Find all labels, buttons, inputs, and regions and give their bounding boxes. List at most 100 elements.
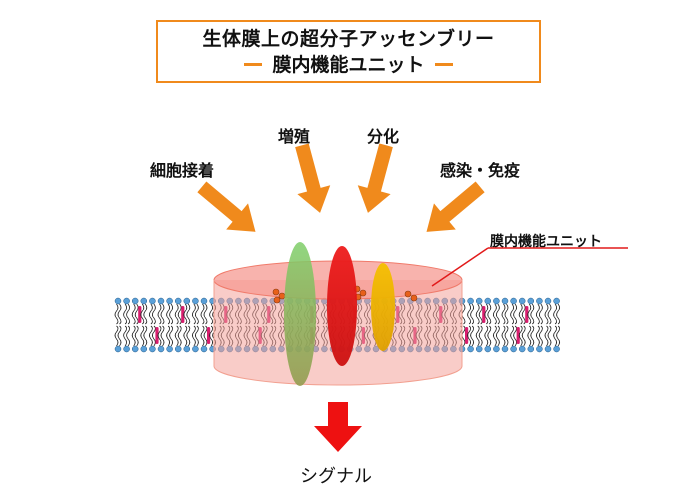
lipid-tail bbox=[186, 303, 191, 325]
lipid-head bbox=[553, 345, 560, 353]
lipid-head bbox=[493, 297, 500, 305]
lipid-head bbox=[200, 297, 208, 305]
lipid-tail bbox=[530, 303, 535, 325]
lipid-tail bbox=[152, 325, 156, 347]
lipid-head bbox=[527, 297, 535, 305]
signal-label: シグナル bbox=[300, 466, 372, 487]
lipid-head bbox=[553, 297, 560, 305]
lipid-head bbox=[510, 345, 517, 353]
lipid-tail bbox=[192, 325, 196, 347]
lipid-tail bbox=[521, 325, 526, 347]
lipid-tail bbox=[160, 303, 165, 325]
lipid-tail bbox=[131, 325, 136, 347]
lipid-tail bbox=[467, 303, 471, 325]
lipid-head bbox=[501, 345, 509, 353]
lipid-tail bbox=[478, 325, 483, 347]
lipid-tail bbox=[470, 325, 474, 347]
lipid-tail bbox=[544, 325, 549, 347]
lipid-tail bbox=[195, 303, 199, 325]
lipid-tail bbox=[547, 303, 552, 325]
lipid-head bbox=[157, 345, 165, 353]
lipid-tail bbox=[470, 303, 474, 325]
lipid-tail bbox=[544, 303, 549, 325]
lipid-tail bbox=[496, 303, 500, 325]
stimulus-label-adhesion: 細胞接着 bbox=[150, 161, 215, 180]
lipid-tail bbox=[510, 325, 514, 347]
lipid-head bbox=[544, 297, 552, 305]
lipid-head bbox=[484, 297, 492, 305]
lipid-tail bbox=[536, 303, 540, 325]
lipid-head bbox=[475, 297, 483, 305]
lipid-head bbox=[467, 297, 474, 305]
lipid-head bbox=[140, 297, 148, 305]
lipid-tail bbox=[513, 325, 517, 347]
lipid-tail bbox=[200, 325, 205, 347]
lipid-tail bbox=[518, 303, 523, 325]
lipid-tail bbox=[140, 325, 145, 347]
arrow-adhesion bbox=[197, 181, 256, 232]
lipid-tail bbox=[174, 303, 179, 325]
title-line-2-text: 膜内機能ユニット bbox=[272, 53, 425, 76]
lipid-tail bbox=[114, 303, 119, 325]
lipid-head bbox=[527, 345, 535, 353]
stimulus-arrows bbox=[197, 143, 485, 232]
lipid-head bbox=[518, 297, 526, 305]
lipid-head bbox=[467, 345, 474, 353]
protein-green bbox=[284, 242, 316, 386]
lipid-tail bbox=[493, 325, 497, 347]
cholesterol bbox=[207, 327, 211, 344]
lipid-head bbox=[149, 345, 156, 353]
lipid-tail bbox=[484, 325, 489, 347]
lipid-tail bbox=[487, 325, 492, 347]
lipid-head bbox=[131, 345, 139, 353]
lipid-tail bbox=[143, 303, 148, 325]
lipid-tail bbox=[149, 325, 153, 347]
lipid-head bbox=[484, 345, 492, 353]
lipid-tail bbox=[152, 303, 156, 325]
lipid-head bbox=[114, 345, 122, 353]
lipid-head bbox=[518, 345, 526, 353]
lipid-tail bbox=[467, 325, 471, 347]
lipid-tail bbox=[160, 325, 165, 347]
title-line-1: 生体膜上の超分子アッセンブリー bbox=[202, 27, 495, 50]
lipid-tail bbox=[140, 303, 145, 325]
lipid-head bbox=[510, 297, 517, 305]
lipid-tail bbox=[183, 325, 188, 347]
lipid-tail bbox=[496, 325, 500, 347]
title-box: 生体膜上の超分子アッセンブリー 膜内機能ユニット bbox=[156, 20, 541, 83]
lipid-tail bbox=[123, 325, 127, 347]
lipid-head bbox=[140, 345, 148, 353]
lipid-head bbox=[501, 297, 509, 305]
lipid-tail bbox=[203, 325, 208, 347]
lipid-tail bbox=[126, 303, 130, 325]
cholesterol bbox=[181, 306, 185, 323]
lipid-head bbox=[192, 345, 199, 353]
lipid-head bbox=[183, 345, 191, 353]
lipid-head bbox=[544, 345, 552, 353]
lipid-tail bbox=[134, 325, 139, 347]
lipid-tail bbox=[131, 303, 136, 325]
lipid-head bbox=[475, 345, 483, 353]
lipid-head bbox=[174, 297, 182, 305]
lipid-tail bbox=[169, 303, 173, 325]
lipid-tail bbox=[117, 325, 122, 347]
cholesterol bbox=[465, 327, 469, 344]
lipid-tail bbox=[539, 325, 543, 347]
lipid-tail bbox=[536, 325, 540, 347]
lipid-tail bbox=[195, 325, 199, 347]
lipid-tail bbox=[200, 303, 205, 325]
lipid-tail bbox=[475, 303, 480, 325]
lipid-tail bbox=[518, 325, 523, 347]
title-dash-right bbox=[434, 63, 453, 66]
lipid-tail bbox=[478, 303, 483, 325]
lipid-tail bbox=[157, 303, 162, 325]
lipid-tail bbox=[174, 325, 179, 347]
lipid-tail bbox=[521, 303, 526, 325]
lipid-tail bbox=[166, 325, 170, 347]
protein-yellow bbox=[371, 263, 395, 351]
lipid-tail bbox=[556, 325, 560, 347]
lipid-head bbox=[174, 345, 182, 353]
lipid-tail bbox=[487, 303, 492, 325]
lipid-tail bbox=[157, 325, 162, 347]
